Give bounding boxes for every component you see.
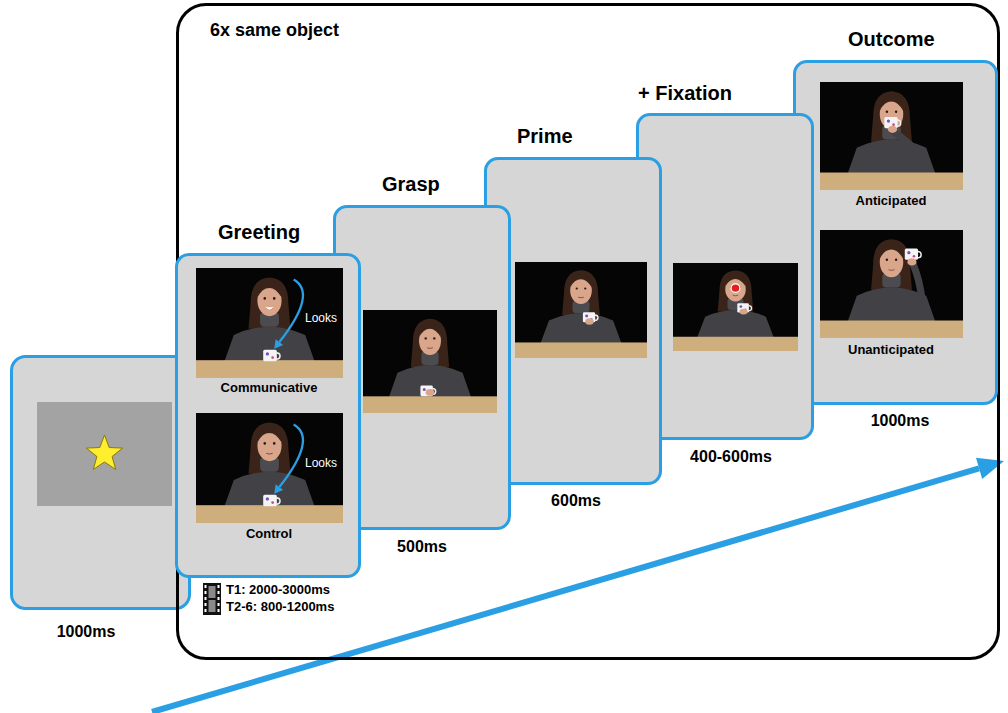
condition-label: Unanticipated xyxy=(848,343,934,358)
duration-label: 1000ms xyxy=(871,412,930,430)
trial-sequence-box: GreetingCommunicativeControlLooksLooks G… xyxy=(176,3,1000,660)
phase-title: + Fixation xyxy=(638,82,732,105)
phase-frame: GreetingCommunicativeControlLooksLooks xyxy=(175,253,361,578)
condition-label: Communicative xyxy=(221,381,318,396)
block-heading: 6x same object xyxy=(210,20,339,41)
film-icon xyxy=(203,583,221,615)
gaze-label: Looks xyxy=(305,457,337,471)
video-still xyxy=(515,262,647,358)
phase-title: Outcome xyxy=(848,28,935,51)
duration-label: 1000ms xyxy=(57,623,116,641)
duration-label: 500ms xyxy=(397,538,447,556)
duration-label: T2-6: 800-1200ms xyxy=(226,600,334,615)
duration-label: 400-600ms xyxy=(690,448,772,466)
phase-title: Prime xyxy=(517,125,573,148)
video-still xyxy=(673,263,798,351)
video-still xyxy=(363,310,497,413)
video-still xyxy=(820,82,963,190)
phase-frame: + Fixation xyxy=(636,113,814,440)
phase-title: Greeting xyxy=(218,221,300,244)
gaze-label: Looks xyxy=(305,312,337,326)
duration-label: T1: 2000-3000ms xyxy=(226,583,330,598)
condition-label: Anticipated xyxy=(856,194,927,209)
duration-label: 600ms xyxy=(551,492,601,510)
condition-label: Control xyxy=(246,527,292,542)
start-frame xyxy=(12,357,190,609)
phase-title: Grasp xyxy=(382,173,440,196)
phase-frame: OutcomeAnticipatedUnanticipated xyxy=(793,60,998,405)
video-still xyxy=(820,230,963,338)
